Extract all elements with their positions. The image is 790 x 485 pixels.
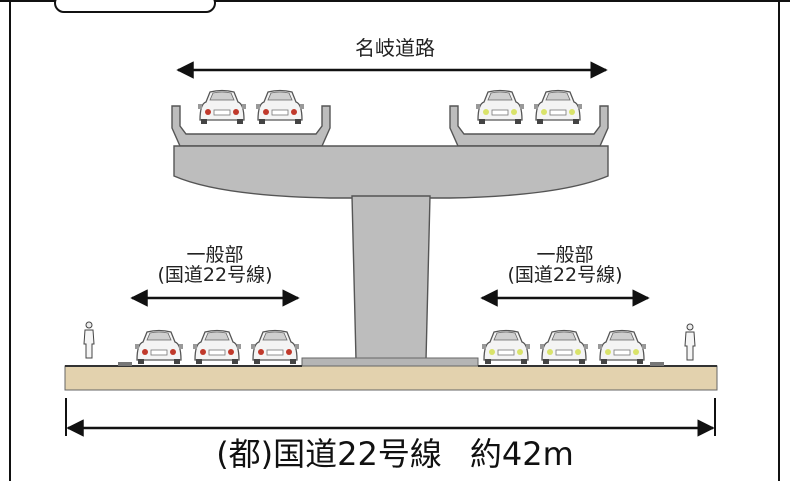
car-icon [481, 329, 531, 365]
pier-cap [173, 145, 609, 199]
deck-slab-right [449, 105, 609, 147]
car-icon [197, 89, 247, 125]
car-icon [250, 329, 300, 365]
pedestrian-icon [83, 321, 95, 359]
curb-right [650, 362, 664, 366]
general-lane-label-left-line2: (国道22号線) [157, 263, 273, 286]
car-icon [192, 329, 242, 365]
car-icon [539, 329, 589, 365]
car-icon [255, 89, 305, 125]
road-name-text: (都)国道22号線 [216, 435, 442, 473]
expressway-label: 名岐道路 [355, 36, 435, 60]
general-lane-label-right-line1: 一般部 [536, 244, 594, 266]
deck-slab-left [171, 105, 331, 147]
pedestrian-icon [684, 323, 696, 361]
total-width-caption: (都)国道22号線約42m [120, 435, 670, 473]
pier-column [351, 195, 431, 361]
general-lane-label-right: 一般部 (国道22号線) [490, 244, 640, 286]
road-width-text: 約42m [469, 435, 574, 473]
general-lane-label-right-line2: (国道22号線) [507, 263, 623, 286]
car-icon [597, 329, 647, 365]
frame-tab [54, 0, 216, 13]
car-icon [475, 89, 525, 125]
car-icon [134, 329, 184, 365]
car-icon [533, 89, 583, 125]
ground [64, 365, 718, 391]
curb-left [118, 362, 132, 366]
pier-footing [301, 357, 479, 367]
general-lane-label-left-line1: 一般部 [186, 244, 244, 266]
general-lane-label-left: 一般部 (国道22号線) [140, 244, 290, 286]
